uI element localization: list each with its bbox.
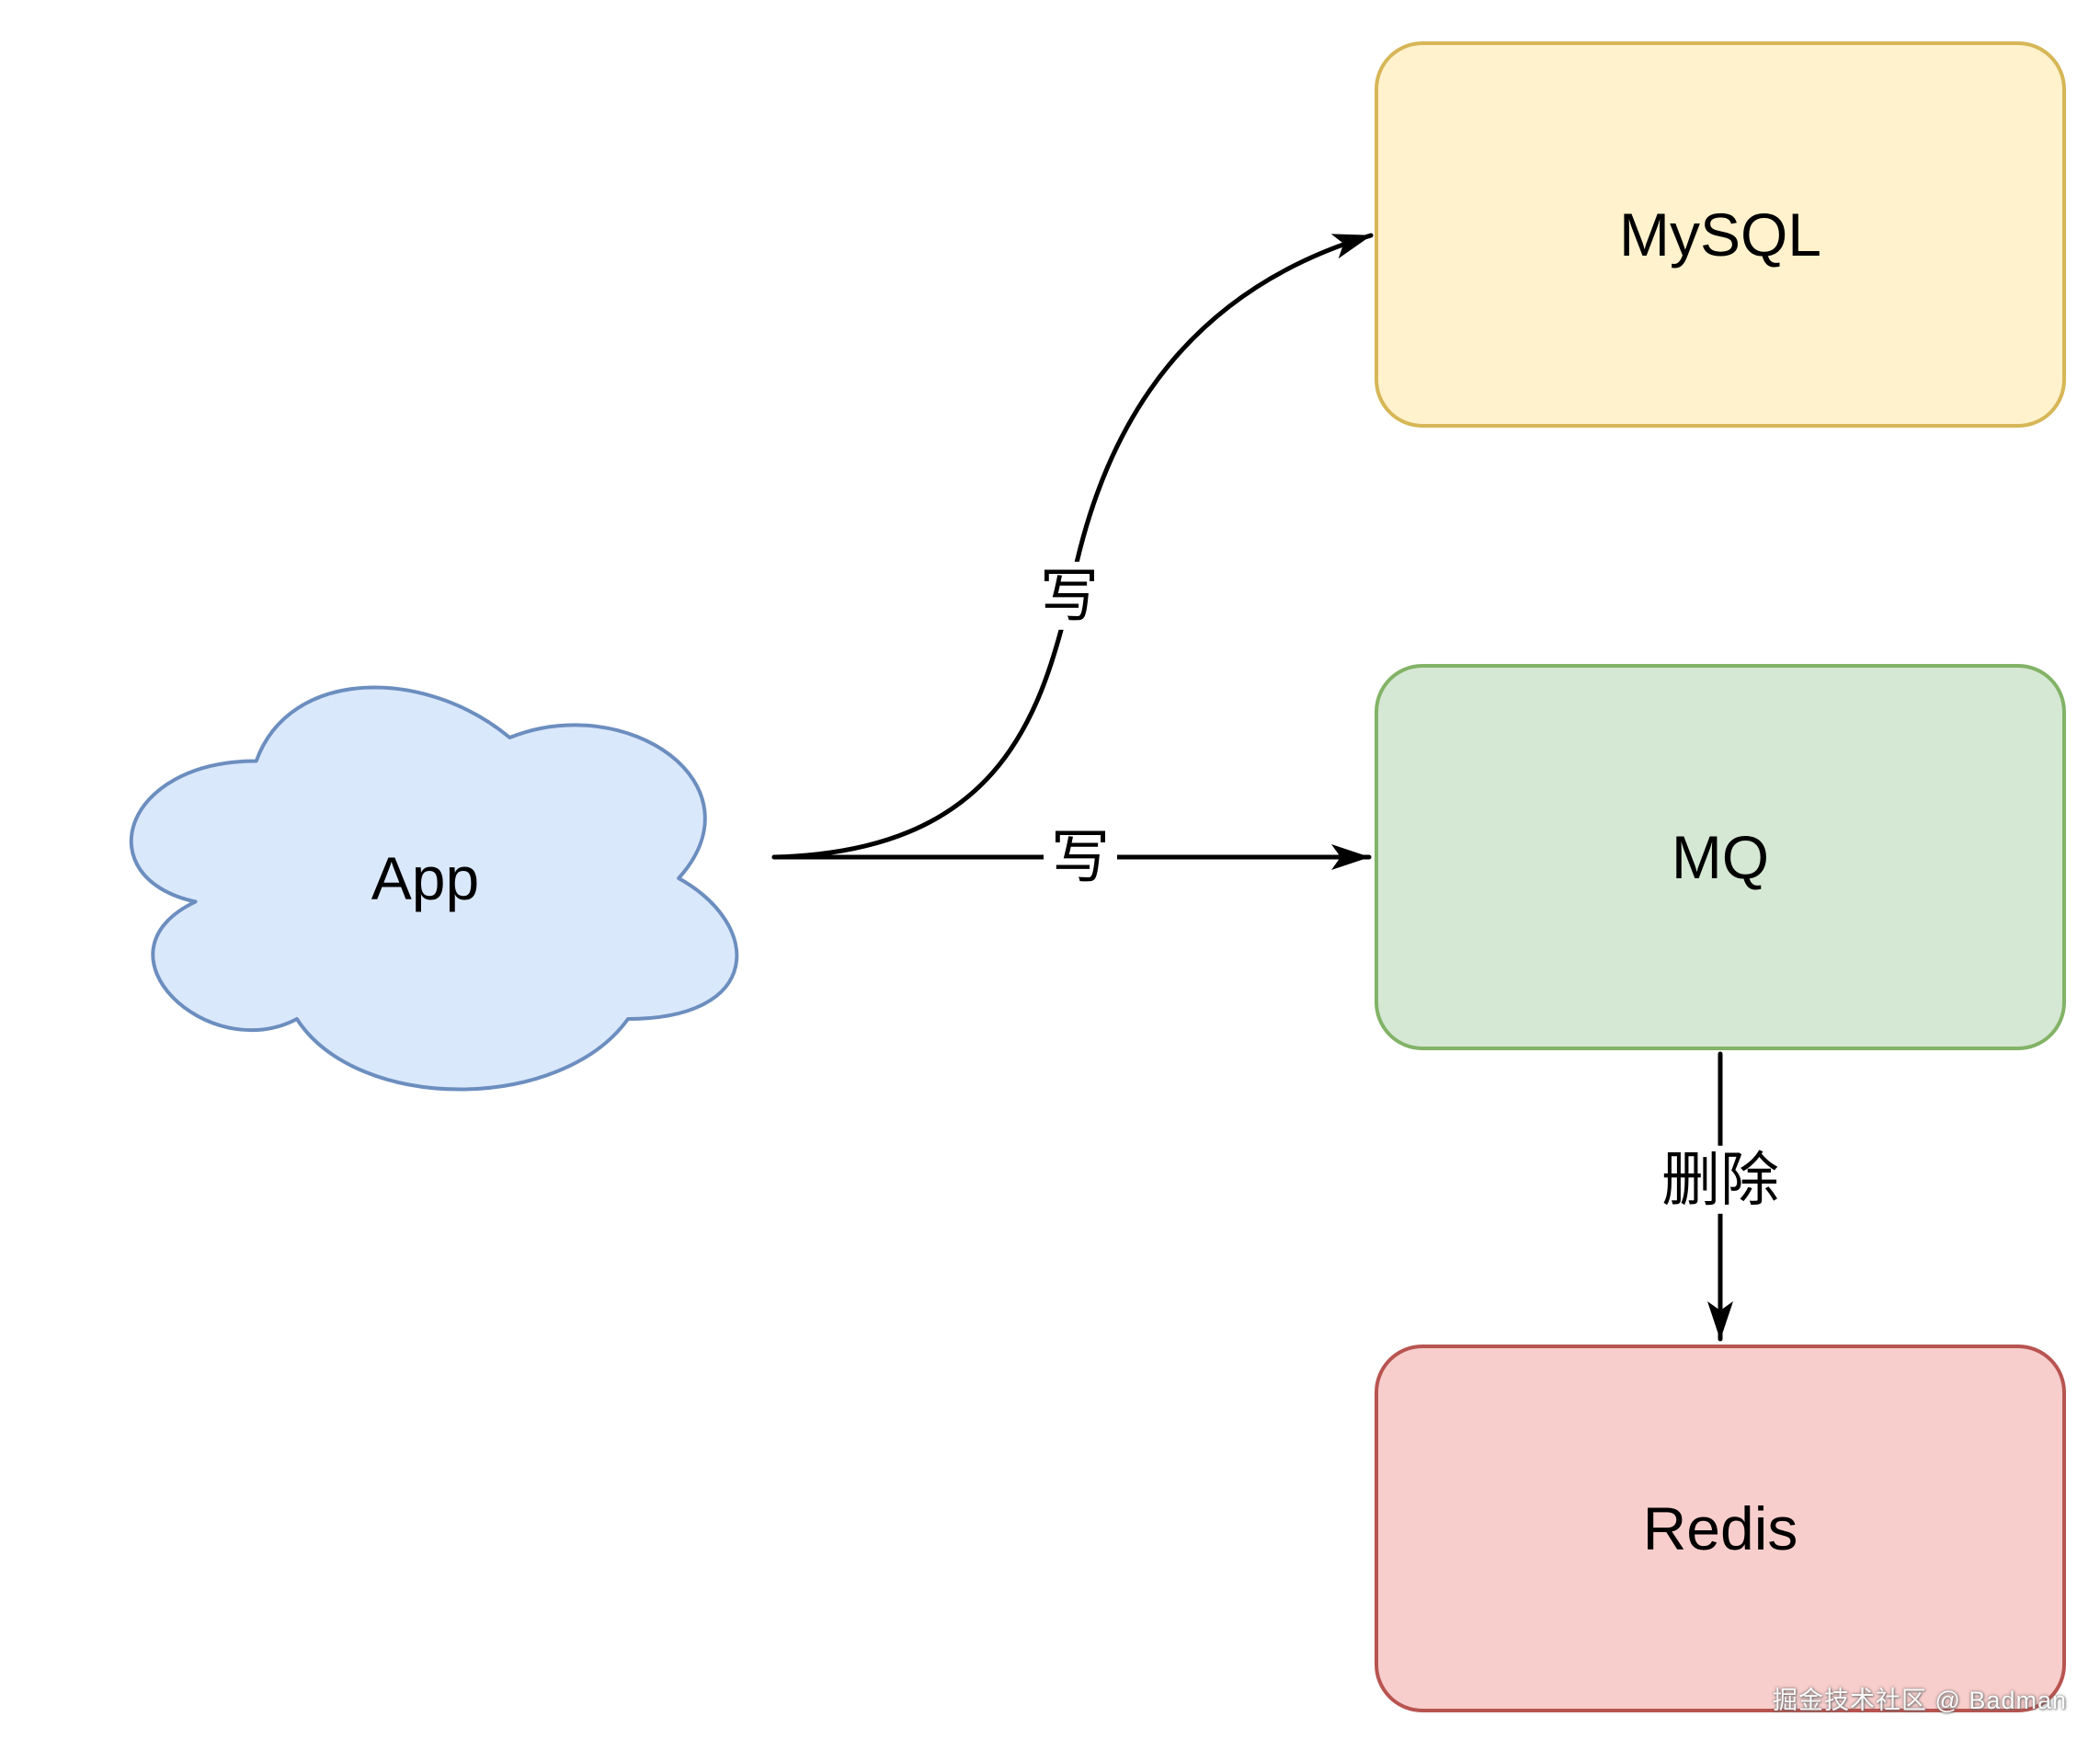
node-mq: MQ [1375,664,2066,1050]
edge-label-app-to-mysql: 写 [1033,561,1106,631]
node-mysql-label: MySQL [1618,200,1822,269]
edge-label-mq-to-redis: 删除 [1654,1145,1786,1215]
node-redis-label: Redis [1642,1494,1798,1562]
node-mq-label: MQ [1671,823,1770,891]
watermark: 掘金技术社区 @ Badman [1773,1687,2067,1714]
node-mysql: MySQL [1375,41,2066,428]
app-cloud-shape [129,685,739,1092]
edge-app-to-mysql [771,233,1374,860]
node-redis: Redis [1375,1345,2066,1712]
edge-label-app-to-mq: 写 [1044,822,1117,892]
